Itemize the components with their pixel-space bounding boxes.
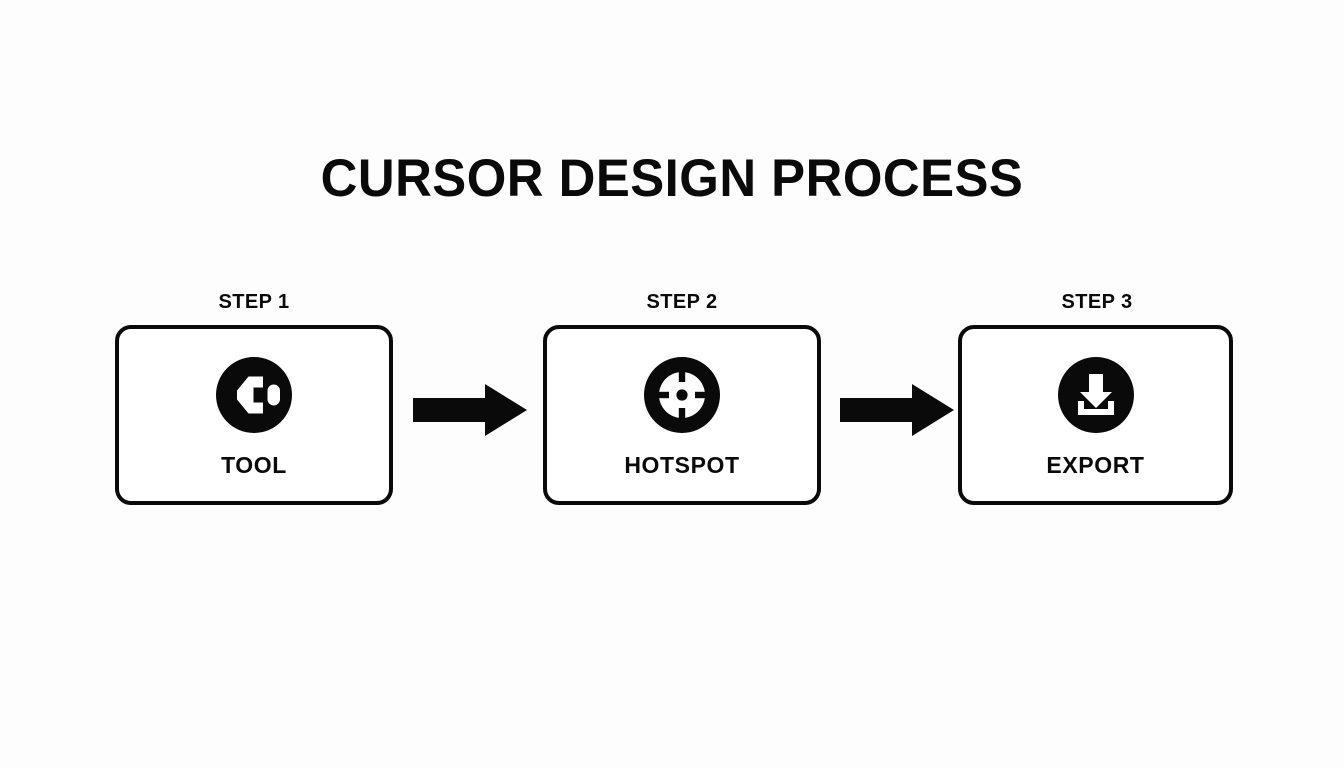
step-2-card-label: HOTSPOT (624, 451, 740, 478)
step-1-number-label: STEP 1 (218, 291, 290, 313)
step-3-card[interactable]: EXPORT (958, 325, 1233, 505)
step-2-card[interactable]: HOTSPOT (543, 325, 821, 505)
arrow-right-icon-1 (413, 382, 527, 438)
arrow-right-icon-2 (840, 382, 954, 438)
process-step-1: STEP 1 TOOL (115, 292, 393, 507)
step-2-number-label: STEP 2 (646, 291, 718, 313)
process-step-2: STEP 2 HOTSPOT (543, 292, 821, 507)
step-3-card-label: EXPORT (1046, 451, 1145, 478)
process-flow: STEP 1 TOOL (115, 292, 1233, 507)
step-1-card-label: TOOL (221, 451, 287, 478)
download-icon (1057, 356, 1135, 434)
step-3-number-label: STEP 3 (1061, 291, 1133, 313)
process-step-3: STEP 3 EXPORT (958, 292, 1236, 507)
tool-cursor-icon (215, 356, 293, 434)
page-title: CURSOR DESIGN PROCESS (320, 149, 1024, 208)
crosshair-target-icon (643, 356, 721, 434)
step-1-card[interactable]: TOOL (115, 325, 393, 505)
